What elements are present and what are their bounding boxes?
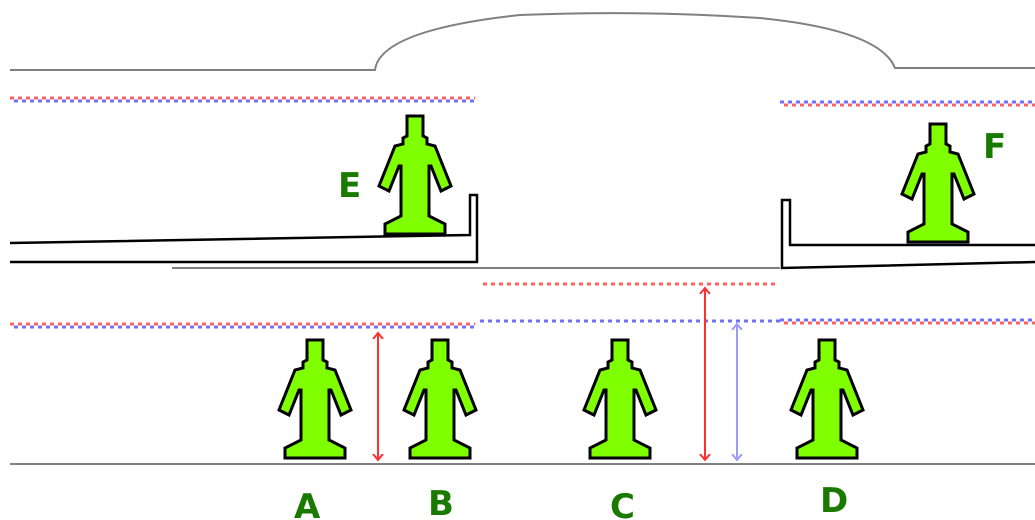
person-e-icon: [377, 114, 453, 236]
label-c: C: [610, 487, 635, 520]
person-a-icon: [277, 338, 353, 460]
lower-dotted-lines: [10, 318, 1035, 329]
person-f-icon: [900, 122, 976, 244]
upper-right-floor: [780, 198, 1035, 270]
person-b-icon: [402, 338, 478, 460]
roof-outline: [10, 12, 1035, 71]
label-a: A: [294, 487, 321, 520]
label-b: B: [428, 484, 454, 520]
person-d-icon: [789, 338, 865, 460]
upper-right-dotted-line: [780, 100, 1035, 107]
upper-left-dotted-line: [10, 96, 475, 103]
person-c-icon: [582, 338, 658, 460]
label-d: D: [820, 481, 848, 520]
label-f: F: [983, 127, 1006, 167]
label-e: E: [338, 166, 361, 206]
upper-left-floor: [9, 193, 479, 264]
